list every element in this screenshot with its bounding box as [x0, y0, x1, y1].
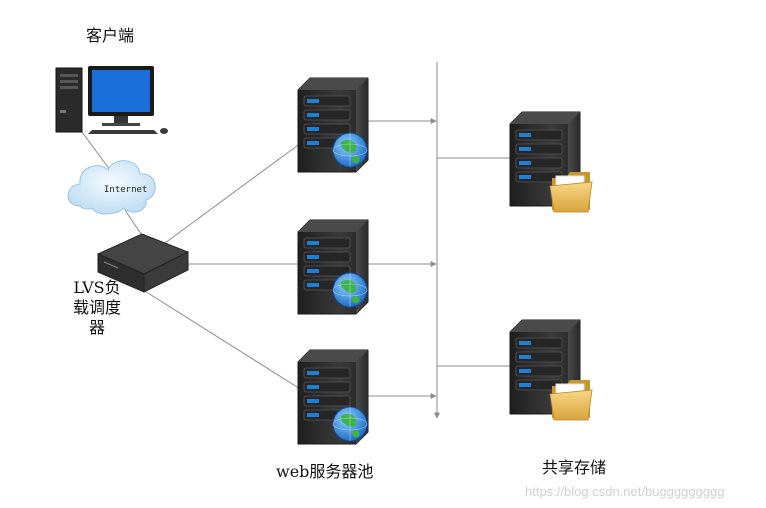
web-pool-label: web服务器池 [276, 462, 374, 481]
folder-icon [549, 171, 593, 213]
client-label: 客户端 [86, 26, 135, 45]
storage-server-icon-1 [509, 111, 593, 213]
folder-icon [549, 379, 593, 421]
globe-icon [332, 132, 368, 168]
globe-icon [332, 406, 368, 442]
line-client-cloud [81, 131, 111, 171]
lvs-label: LVS负载调度器 [72, 278, 121, 337]
connection-lines [81, 62, 510, 419]
web-server-icon-3 [297, 349, 369, 445]
globe-icon [332, 272, 368, 308]
load-balancer-icon [96, 233, 190, 293]
line-lvs-web3 [139, 287, 306, 393]
line-lvs-web1 [164, 139, 306, 244]
web-server-icon-2 [297, 219, 369, 315]
storage-server-icon-2 [509, 319, 593, 421]
internet-cloud-icon [67, 160, 156, 215]
storage-label: 共享存储 [542, 458, 607, 477]
desktop-computer-icon [55, 66, 168, 134]
internet-label: Internet [104, 185, 147, 195]
web-server-icon-1 [297, 77, 369, 173]
watermark: https://blog.csdn.net/buggggggggg [525, 484, 725, 499]
